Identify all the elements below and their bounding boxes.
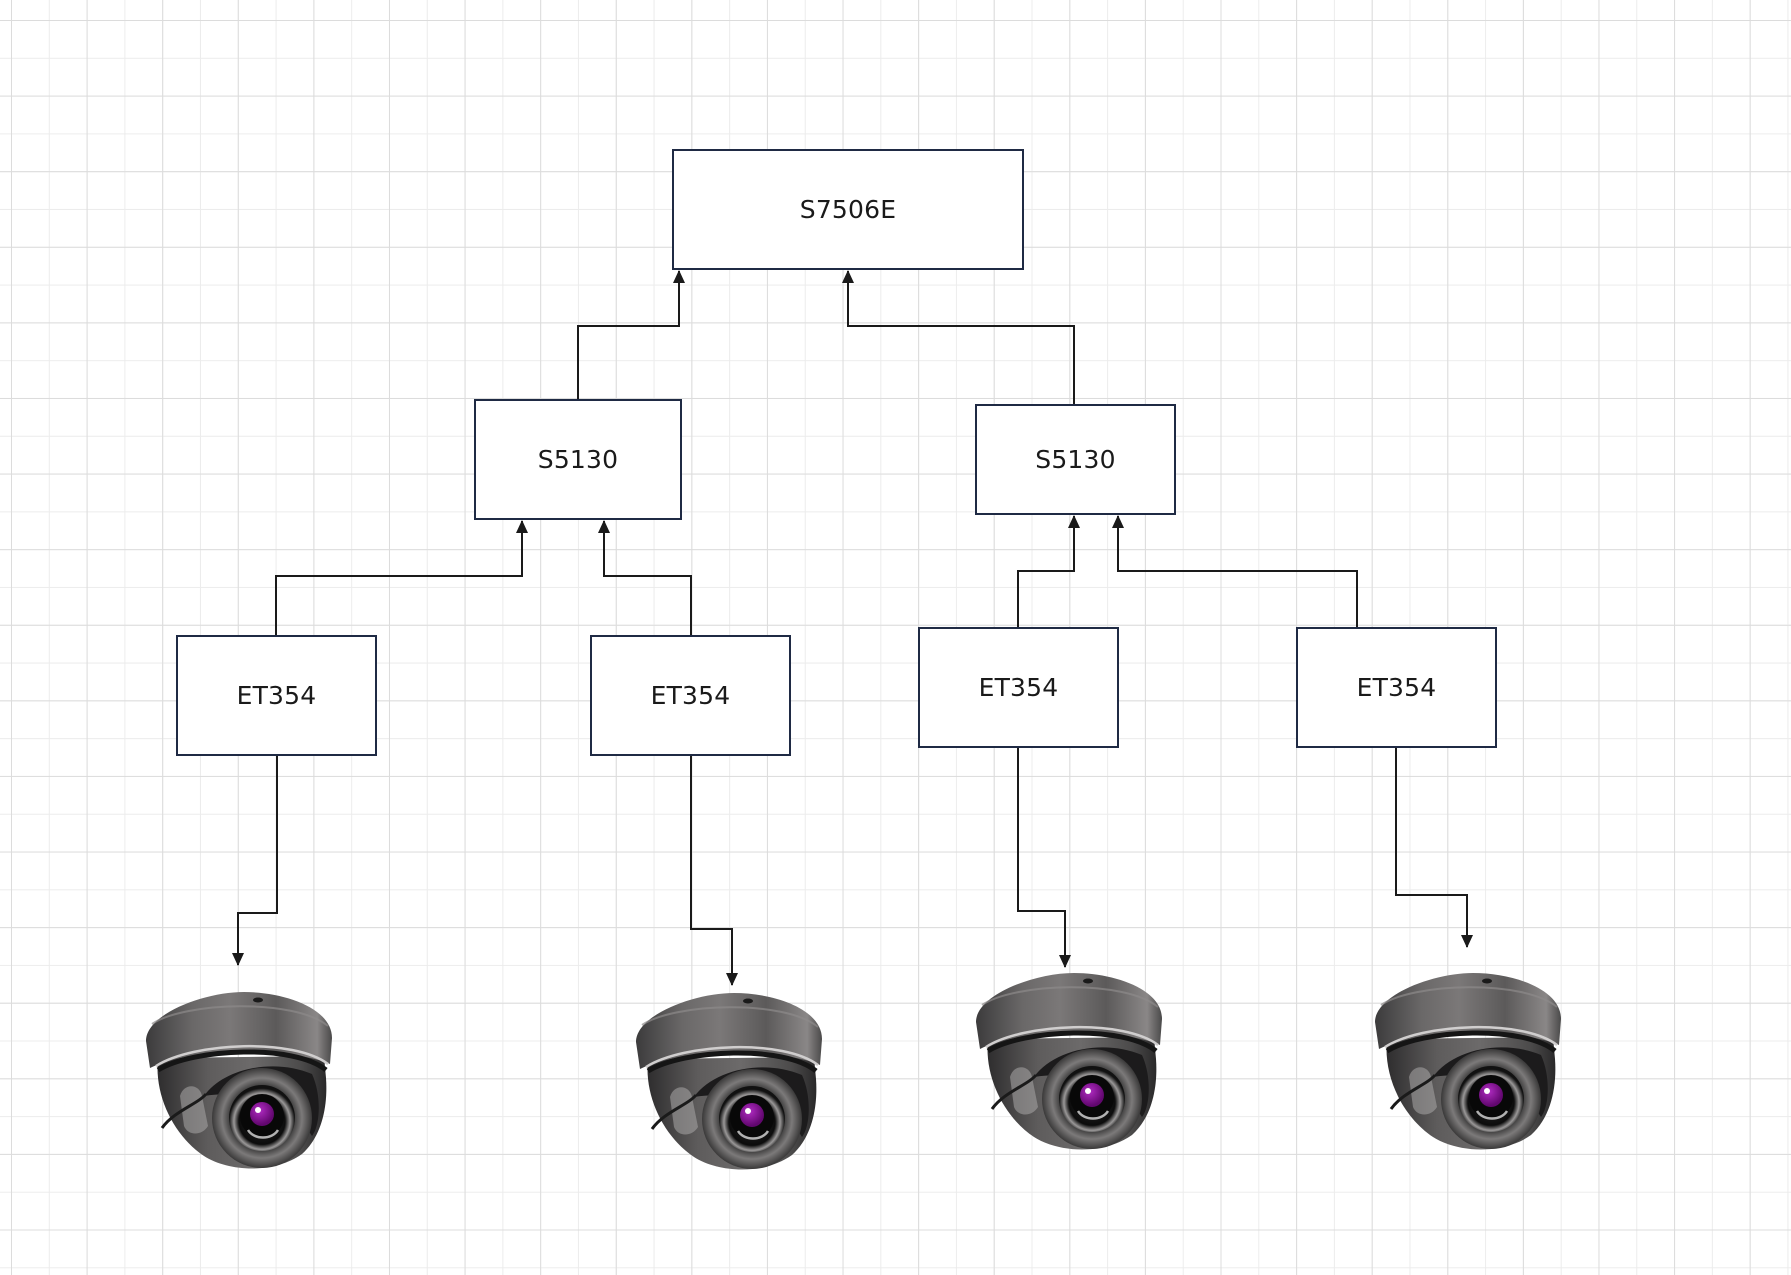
dome-camera-icon <box>1373 967 1563 1157</box>
dome-camera-3[interactable] <box>974 967 1164 1157</box>
dome-camera-1[interactable] <box>144 986 334 1176</box>
node-aggregation-switch-left[interactable]: S5130 <box>474 399 682 520</box>
connector-agg-right-to-core[interactable] <box>842 270 1075 404</box>
node-et354-1[interactable]: ET354 <box>176 635 377 756</box>
connector-et1-to-agg-left[interactable] <box>275 520 528 635</box>
connector-agg-left-to-core[interactable] <box>577 270 685 399</box>
node-label: ET354 <box>1356 673 1437 702</box>
node-et354-3[interactable]: ET354 <box>918 627 1119 748</box>
node-label: ET354 <box>236 681 317 710</box>
node-core-switch[interactable]: S7506E <box>672 149 1024 270</box>
connector-et3-to-agg-right[interactable] <box>1017 515 1080 627</box>
dome-camera-icon <box>144 986 334 1176</box>
connector-et2-to-agg-left[interactable] <box>598 520 692 635</box>
dome-camera-2[interactable] <box>634 987 824 1177</box>
node-et354-4[interactable]: ET354 <box>1296 627 1497 748</box>
dome-camera-icon <box>634 987 824 1177</box>
connector-et4-to-agg-right[interactable] <box>1112 515 1358 627</box>
node-label: ET354 <box>978 673 1059 702</box>
node-aggregation-switch-right[interactable]: S5130 <box>975 404 1176 515</box>
connector-et2-to-camera2[interactable] <box>690 755 738 986</box>
node-et354-2[interactable]: ET354 <box>590 635 791 756</box>
connector-et3-to-camera3[interactable] <box>1017 747 1071 968</box>
node-label: ET354 <box>650 681 731 710</box>
node-label: S7506E <box>799 195 897 224</box>
connector-et1-to-camera1[interactable] <box>232 755 278 966</box>
dome-camera-4[interactable] <box>1373 967 1563 1157</box>
dome-camera-icon <box>974 967 1164 1157</box>
node-label: S5130 <box>1035 445 1116 474</box>
node-label: S5130 <box>537 445 619 474</box>
connector-et4-to-camera4[interactable] <box>1395 747 1473 948</box>
